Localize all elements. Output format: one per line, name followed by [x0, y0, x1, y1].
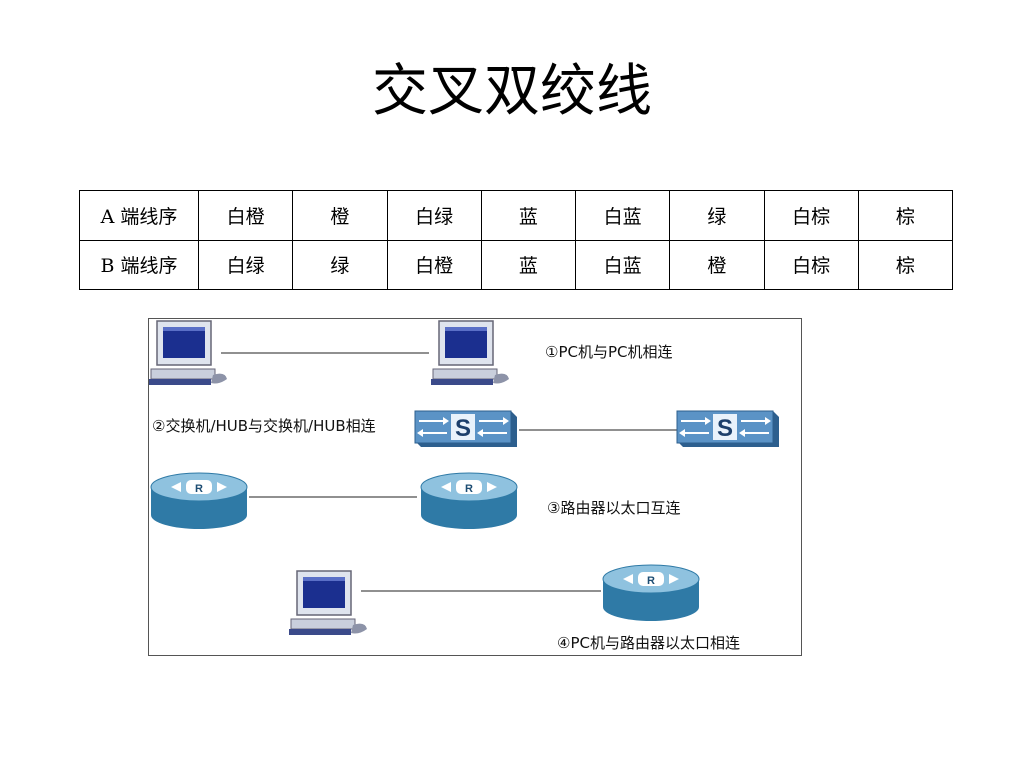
router-symbol: R: [195, 483, 203, 495]
table-cell: 绿: [669, 190, 765, 241]
pc-icon: [289, 570, 367, 635]
table-cell: 蓝: [480, 239, 577, 290]
table-cell: 白绿: [197, 239, 294, 290]
pc-icon: [431, 320, 509, 385]
table-cell: 蓝: [480, 190, 577, 241]
switch-symbol: S: [455, 415, 471, 442]
table-row-a: A 端线序 白橙 橙 白绿 蓝 白蓝 绿 白棕 棕: [79, 190, 954, 241]
switch-icon: S: [414, 410, 517, 447]
wire-order-table: A 端线序 白橙 橙 白绿 蓝 白蓝 绿 白棕 棕 B 端线序 白绿 绿 白橙 …: [79, 190, 954, 290]
row-header-a: A 端线序: [79, 190, 199, 241]
router-icon: R: [602, 564, 700, 621]
switch-icon: S: [676, 410, 779, 447]
table-cell: 棕: [857, 239, 954, 290]
table-cell: 白棕: [763, 190, 859, 241]
table-cell: 白蓝: [574, 190, 671, 241]
table-cell: 棕: [857, 190, 954, 241]
label-pc-router: ④PC机与路由器以太口相连: [557, 634, 740, 652]
table-cell: 白橙: [197, 190, 294, 241]
table-cell: 橙: [292, 190, 388, 241]
table-cell: 橙: [669, 239, 765, 290]
label-pc-pc: ①PC机与PC机相连: [545, 343, 673, 361]
row-header-b: B 端线序: [79, 239, 199, 290]
label-router-router: ③路由器以太口互连: [547, 499, 681, 517]
table-cell: 绿: [292, 239, 388, 290]
router-icon: R: [420, 472, 518, 529]
table-cell: 白绿: [386, 190, 482, 241]
table-row-b: B 端线序 白绿 绿 白橙 蓝 白蓝 橙 白棕 棕: [79, 239, 954, 290]
table-cell: 白蓝: [574, 239, 671, 290]
connection-lines: [221, 352, 677, 592]
router-symbol: R: [647, 575, 655, 587]
pc-icon: [149, 320, 227, 385]
table-cell: 白棕: [763, 239, 859, 290]
router-symbol: R: [465, 483, 473, 495]
label-switch-switch: ②交换机/HUB与交换机/HUB相连: [152, 417, 376, 435]
connection-diagram: ①PC机与PC机相连 ②交换机/HUB与交换机/HUB相连 S S: [148, 318, 802, 656]
table-cell: 白橙: [386, 239, 482, 290]
router-icon: R: [150, 472, 248, 529]
switch-symbol: S: [717, 415, 733, 442]
page-title: 交叉双绞线: [372, 59, 652, 124]
